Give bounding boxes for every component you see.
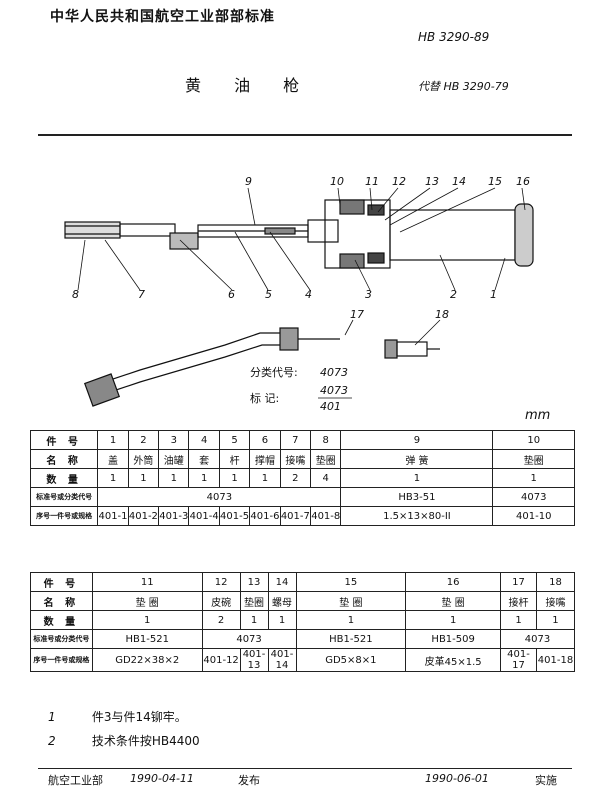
table-row: 标准号或分类代号 4073 HB3-51 4073: [29, 487, 575, 507]
mark-value-top: 4073: [320, 384, 348, 397]
row-label: 标准号或分类代号: [29, 487, 99, 507]
callout-17: 17: [350, 308, 364, 321]
grease-gun-drawing: 1 2 3 4 5 6 7 8 9 10 11 12 13 14 15 16 1…: [64, 175, 534, 412]
table-row: 数 量 1 1 1 1 1 1 2 4 1 1: [29, 468, 575, 488]
callout-9: 9: [245, 175, 252, 188]
class-code-value: 4073: [320, 366, 348, 379]
replaces-code: 代替 HB 3290-79: [418, 80, 509, 93]
document-title: 黄 油 枪: [185, 76, 314, 95]
table-row: 件 号 11 12 13 14 15 16 17 18: [30, 572, 576, 592]
callout-1: 1: [490, 288, 497, 301]
callout-labels: 1 2 3 4 5 6 7 8 9 10 11 12 13 14 15 16 1…: [72, 175, 530, 321]
table-row: 序号一件号或规格 GD22×38×2 401-12 401-13 401-14 …: [30, 648, 576, 672]
note-text: 件3与件14铆牢。: [91, 710, 187, 724]
parts-table-1: 件 号 1 2 3 4 5 6 7 8 9 10 名 称 盖 外筒 油罐 套 杆…: [29, 430, 575, 526]
callout-10: 10: [330, 175, 344, 188]
note-number: 1: [48, 710, 56, 724]
note-1: 1 件3与件14铆牢。: [48, 708, 187, 725]
callout-13: 13: [425, 175, 439, 188]
class-code-label: 分类代号:: [250, 365, 298, 379]
footer-issue-word: 发布: [238, 774, 260, 787]
row-label: 名 称: [29, 449, 99, 469]
standard-code: HB 3290-89: [418, 30, 490, 44]
note-number: 2: [48, 734, 56, 748]
callout-3: 3: [365, 288, 372, 301]
callout-7: 7: [138, 288, 145, 301]
footer-issuer: 航空工业部: [48, 774, 103, 787]
callout-2: 2: [450, 288, 457, 301]
table-row: 件 号 1 2 3 4 5 6 7 8 9 10: [29, 430, 575, 450]
callout-15: 15: [488, 175, 502, 188]
row-label: 件 号: [29, 430, 99, 450]
table-row: 名 称 垫 圈 皮碗 垫圈 螺母 垫 圈 垫 圈 接杆 接嘴: [30, 591, 576, 611]
callout-16: 16: [516, 175, 530, 188]
row-label: 件 号: [30, 572, 93, 592]
extension-view: [83, 327, 340, 407]
unit-label: mm: [525, 408, 551, 423]
header-rule: [38, 134, 572, 136]
row-label: 名 称: [30, 591, 93, 611]
assembly-view: [64, 199, 534, 269]
callout-14: 14: [452, 175, 466, 188]
table-row: 标准号或分类代号 HB1-521 4073 HB1-521 HB1-509 40…: [30, 629, 575, 649]
row-label: 序号一件号或规格: [29, 506, 99, 526]
footer-impl-date: 1990-06-01: [425, 772, 489, 785]
row-label: 序号一件号或规格: [30, 648, 93, 672]
parts-table-2: 件 号 11 12 13 14 15 16 17 18 名 称 垫 圈 皮碗 垫…: [30, 572, 576, 672]
callout-8: 8: [72, 288, 79, 301]
note-text: 技术条件按HB4400: [91, 734, 200, 748]
row-label: 标准号或分类代号: [30, 629, 93, 649]
standard-title: 中华人民共和国航空工业部部标准: [50, 9, 275, 25]
table-row: 序号一件号或规格 401-1 401-2 401-3 401-4 401-5 4…: [29, 506, 575, 526]
footer-issue-date: 1990-04-11: [130, 772, 194, 785]
table-row: 数 量 1 2 1 1 1 1 1 1: [30, 610, 576, 630]
callout-4: 4: [305, 288, 312, 301]
nozzle-view: [384, 339, 440, 359]
mark-label: 标 记:: [250, 391, 279, 405]
footer-rule: [38, 768, 572, 769]
table-row: 名 称 盖 外筒 油罐 套 杆 撑帽 接嘴 垫圈 弹 簧 垫圈: [29, 449, 575, 469]
callout-5: 5: [265, 288, 272, 301]
footer-impl-word: 实施: [535, 774, 557, 787]
row-label: 数 量: [30, 610, 93, 630]
mark-value-bottom: 401: [320, 400, 341, 412]
leader-lines: [77, 187, 526, 346]
callout-6: 6: [228, 288, 235, 301]
row-label: 数 量: [29, 468, 99, 488]
callout-12: 12: [392, 175, 406, 188]
note-2: 2 技术条件按HB4400: [48, 732, 200, 749]
callout-18: 18: [435, 308, 449, 321]
callout-11: 11: [365, 175, 379, 188]
